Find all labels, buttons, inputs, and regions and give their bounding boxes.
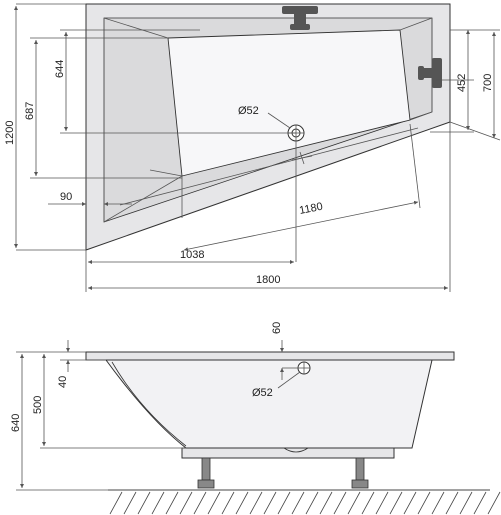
side-view: Ø52 60 640 500 40 [10, 322, 501, 515]
hatch-line [459, 491, 473, 515]
side-tap-icon [418, 58, 442, 88]
hatch-line [151, 491, 165, 515]
tub-base [181, 447, 395, 459]
hatch-line [109, 491, 123, 515]
ground-hatch [109, 491, 501, 515]
hatch-line [473, 491, 487, 515]
hatch-line [389, 491, 403, 515]
dim-label-640: 640 [10, 414, 22, 432]
tub-rim-side [85, 351, 455, 361]
hatch-line [291, 491, 305, 515]
overflow-leader [277, 371, 301, 389]
drain-bump [283, 447, 309, 453]
dimension-line [183, 200, 419, 252]
dim-label-452: 452 [456, 74, 468, 92]
hatch-line [235, 491, 249, 515]
bevel-line [103, 17, 169, 39]
tub-body-side [105, 359, 433, 449]
dim-label-60: 60 [271, 322, 283, 334]
bevel-line [409, 111, 433, 121]
dim-label-40: 40 [57, 376, 69, 388]
hatch-line [193, 491, 207, 515]
hatch-line [179, 491, 193, 515]
hatch-line [417, 491, 431, 515]
hatch-line [249, 491, 263, 515]
dim-label-644: 644 [54, 60, 66, 78]
hatch-line [137, 491, 151, 515]
tub-inner-side [111, 361, 187, 447]
dim-label-1180: 1180 [298, 201, 324, 217]
top-tap-icon [282, 6, 318, 30]
hatch-line [487, 491, 501, 515]
bevel-line [149, 169, 183, 177]
drain-center-mark [299, 151, 305, 165]
overflow-label: Ø52 [252, 387, 273, 399]
hatch-line [207, 491, 221, 515]
dim-label-90: 90 [60, 191, 72, 203]
hatch-line [319, 491, 333, 515]
hatch-line [305, 491, 319, 515]
hatch-line [263, 491, 277, 515]
dim-label-687: 687 [24, 102, 36, 120]
hatch-line [277, 491, 291, 515]
plan-view: Ø52 1200 687 644 90 700 [4, 3, 501, 292]
hatch-line [123, 491, 137, 515]
dim-label-1200: 1200 [4, 121, 16, 145]
hatch-line [445, 491, 459, 515]
drain-label: Ø52 [238, 105, 259, 117]
hatch-line [431, 491, 445, 515]
bevel-line [119, 127, 419, 206]
drain-leader [267, 112, 291, 129]
dim-label-500: 500 [32, 396, 44, 414]
hatch-line [221, 491, 235, 515]
hatch-line [347, 491, 361, 515]
bevel-line [399, 17, 433, 31]
hatch-line [375, 491, 389, 515]
dim-label-1038: 1038 [180, 249, 204, 261]
hatch-line [165, 491, 179, 515]
dim-label-700: 700 [482, 74, 494, 92]
dim-label-1800: 1800 [256, 274, 280, 286]
hatch-line [403, 491, 417, 515]
leg-icon [197, 457, 369, 489]
hatch-line [333, 491, 347, 515]
hatch-line [361, 491, 375, 515]
